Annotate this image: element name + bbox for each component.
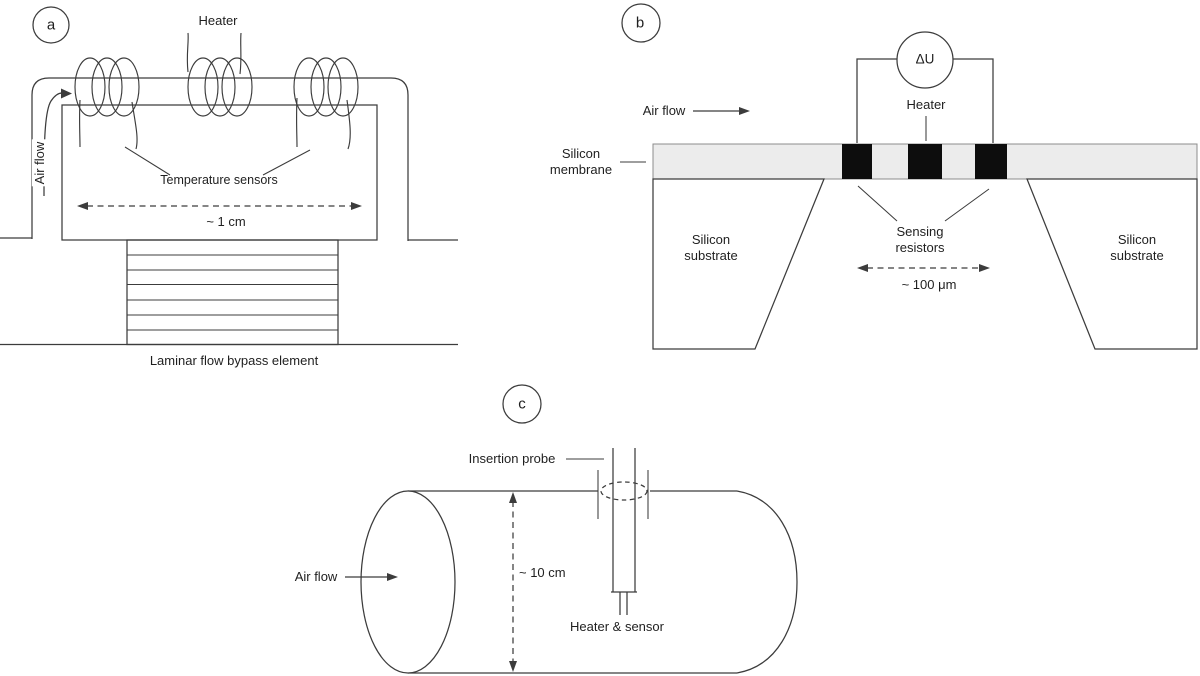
dimension-10cm-label: ~ 10 cm [519,564,566,580]
air-flow-arrowhead [61,88,72,99]
air-flow-label-a: Air flow [31,139,49,187]
dimension-10cm-arrow-top [509,492,517,503]
dimension-100um-label: ~ 100 μm [901,276,957,292]
dimension-10cm-arrow-bottom [509,661,517,672]
panel-c-art [345,384,798,674]
probe-entry-ticks [597,470,649,519]
panel-b-art [620,3,1198,350]
air-flow-label-b: Air flow [642,102,686,118]
dimension-1cm-arrow-right [351,202,362,210]
probe-entry-hole [600,481,648,501]
dimension-1cm-label: ~ 1 cm [206,213,246,229]
panel-b-badge-circle [621,3,661,43]
air-flow-label-c: Air flow [294,568,338,584]
laminar-element-slats [127,254,338,331]
heater-label-b: Heater [906,96,946,112]
dimension-100um-arrow-left [857,264,868,272]
panel-a-badge-circle [32,6,70,44]
panel-c-tag: c [518,395,526,413]
temperature-sensors-label: Temperature sensors [160,173,278,188]
silicon-substrate-label-left: Silicon substrate [684,231,738,263]
temperature-sensor-coil-left [74,57,140,150]
laminar-bypass-label: Laminar flow bypass element [149,352,319,368]
heater-label-a: Heater [198,12,238,28]
heater-resistor-center [908,144,942,179]
heater-sensor-label: Heater & sensor [570,618,664,634]
dimension-1cm-arrow-left [77,202,88,210]
silicon-membrane-label: Silicon membrane [549,145,613,177]
panel-a-tag: a [46,16,56,34]
silicon-substrate-left-shape [652,178,825,350]
bypass-pipe-outline [0,77,458,241]
heater-coil [186,32,253,117]
voltmeter-circle [896,31,954,89]
sensing-resistors-label: Sensing resistors [895,223,945,255]
laminar-element [126,239,339,346]
sensing-resistors-leaders [857,185,990,222]
sensing-resistor-right [975,144,1007,179]
air-flow-arrowhead-c [387,573,398,581]
panel-b-tag: b [635,14,645,32]
insertion-probe-tube [611,448,637,615]
air-flow-arrowhead-b [739,107,750,115]
panel-c-badge-circle [502,384,542,424]
temperature-sensor-coil-right [293,57,359,150]
voltmeter-wires [856,58,994,143]
temperature-sensors-leaders [124,146,311,176]
silicon-substrate-right-shape [1026,178,1198,350]
silicon-substrate-label-right: Silicon substrate [1110,231,1164,263]
dimension-100um-arrow-right [979,264,990,272]
voltmeter-label: ΔU [915,51,935,67]
insertion-probe-label: Insertion probe [468,450,556,466]
sensing-resistor-left [842,144,872,179]
pipe-right-cap [736,490,798,674]
pipe-left-end-ellipse [360,490,456,674]
